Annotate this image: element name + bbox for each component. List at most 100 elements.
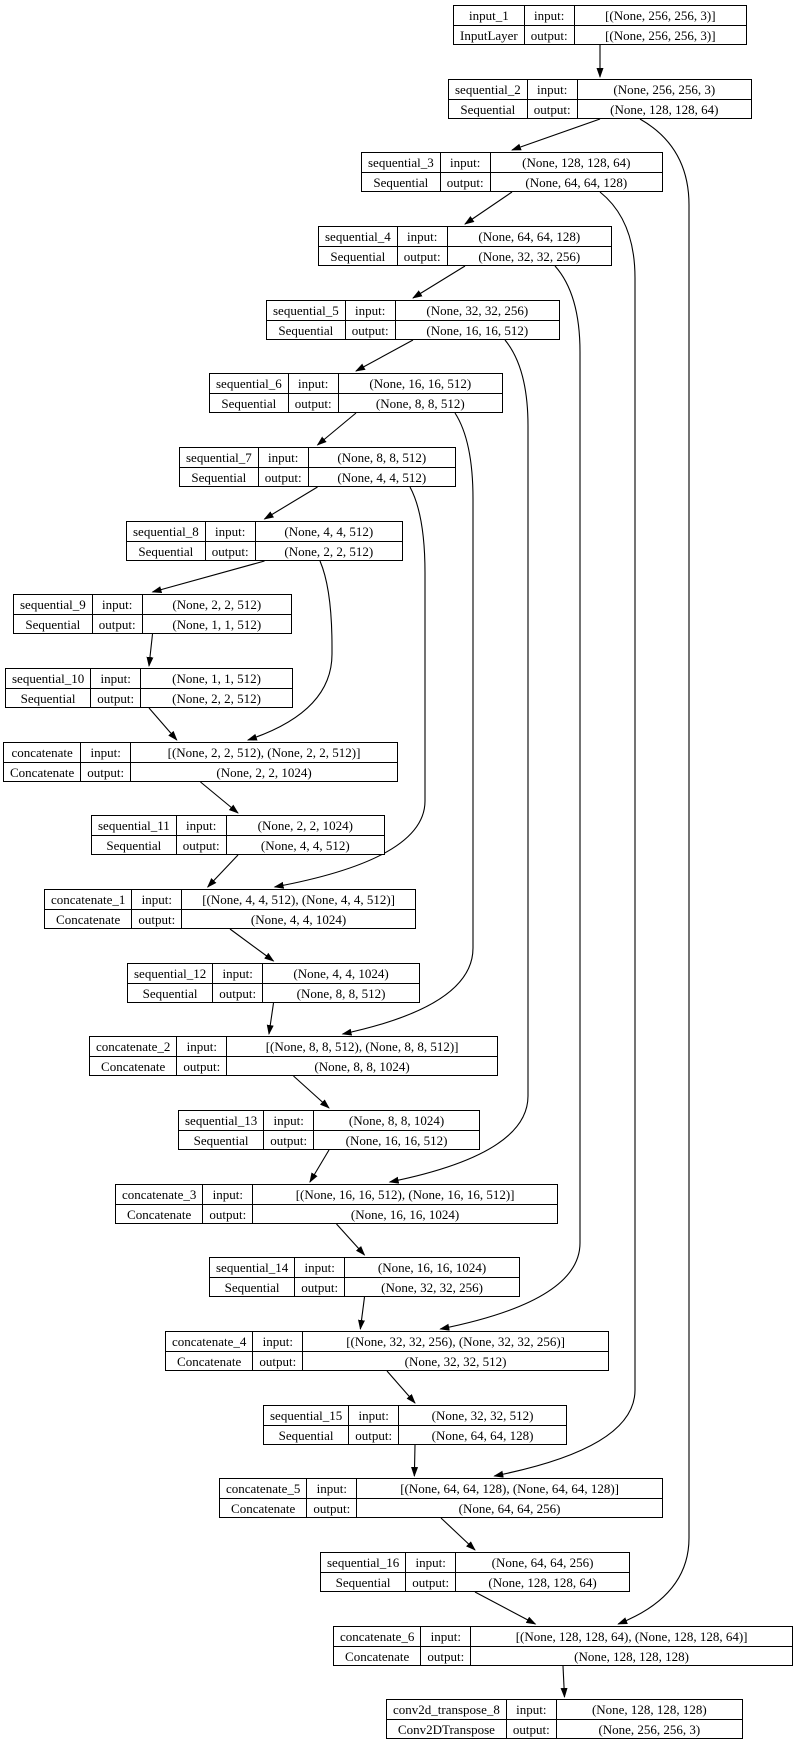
output-label: output: [287, 393, 338, 412]
output-label: output: [202, 1204, 253, 1223]
input-shape: [(None, 8, 8, 512), (None, 8, 8, 512)] [226, 1037, 497, 1056]
output-shape: (None, 2, 2, 1024) [130, 762, 397, 781]
layer-class: Concatenate [45, 909, 132, 928]
output-label: output: [91, 614, 142, 633]
layer-name: concatenate_3 [122, 1187, 197, 1202]
output-label: output: [294, 1277, 345, 1296]
layer-class: Sequential [179, 1130, 264, 1149]
layer-class: Sequential [6, 688, 91, 707]
layer-class: Sequential [14, 614, 92, 633]
layer-class: Sequential [449, 99, 527, 118]
edge-sequential_3-concatenate_5 [493, 191, 636, 1478]
output-shape: [(None, 256, 256, 3)] [573, 25, 746, 44]
input-shape: (None, 16, 16, 512) [337, 374, 502, 393]
output-label: output: [176, 1056, 227, 1075]
input-shape: [(None, 256, 256, 3)] [573, 6, 746, 25]
input-shape: (None, 64, 64, 256) [455, 1553, 629, 1572]
output-label: output: [348, 1425, 399, 1444]
edge-sequential_15-concatenate_5 [411, 1444, 419, 1477]
output-shape: (None, 2, 2, 512) [140, 688, 292, 707]
output-shape: (None, 8, 8, 1024) [226, 1056, 497, 1075]
input-label: input: [90, 669, 140, 688]
input-label: input: [523, 6, 574, 25]
input-shape: (None, 256, 256, 3) [576, 80, 751, 99]
edge-concatenate-sequential_11 [200, 781, 239, 814]
edge-sequential_11-concatenate_1 [206, 854, 239, 888]
input-label: input: [344, 301, 395, 320]
layer-name: concatenate_1 [51, 892, 126, 907]
layer-name: sequential_12 [134, 966, 207, 981]
layer-class: Concatenate [4, 762, 81, 781]
edge-sequential_8-concatenate [246, 560, 333, 741]
output-shape: (None, 1, 1, 512) [141, 614, 291, 633]
layer-name: sequential_4 [325, 229, 391, 244]
edge-sequential_3-sequential_4 [464, 191, 513, 225]
input-label: input: [212, 964, 262, 983]
output-label: output: [523, 25, 574, 44]
output-shape: (None, 4, 4, 512) [307, 467, 455, 486]
edge-sequential_5-sequential_6 [355, 339, 414, 372]
layer-class: Sequential [180, 467, 258, 486]
edge-concatenate_4-sequential_15 [386, 1370, 416, 1404]
input-shape: [(None, 64, 64, 128), (None, 64, 64, 128… [356, 1479, 662, 1498]
edge-concatenate_6-conv2d_transpose_8 [560, 1665, 568, 1698]
output-shape: (None, 8, 8, 512) [262, 983, 419, 1002]
layer-name: conv2d_transpose_8 [393, 1702, 500, 1717]
input-label: input: [257, 448, 308, 467]
output-shape: (None, 128, 128, 128) [470, 1646, 792, 1665]
output-label: output: [306, 1498, 357, 1517]
edge-concatenate_1-sequential_12 [229, 928, 275, 962]
input-label: input: [91, 595, 142, 614]
edge-sequential_8-sequential_9 [151, 560, 265, 593]
edge-sequential_2-concatenate_6 [617, 118, 690, 1625]
input-shape: (None, 8, 8, 1024) [313, 1111, 479, 1130]
layer-name: sequential_9 [20, 597, 86, 612]
layer-name: concatenate [11, 745, 73, 760]
input-label: input: [306, 1479, 356, 1498]
input-label: input: [505, 1700, 556, 1719]
input-shape: (None, 1, 1, 512) [140, 669, 292, 688]
input-label: input: [204, 522, 255, 541]
output-label: output: [405, 1572, 456, 1591]
layer-class: Sequential [319, 246, 397, 265]
edge-sequential_4-concatenate_4 [439, 265, 581, 1331]
edge-concatenate_3-sequential_14 [336, 1223, 366, 1256]
edge-sequential_12-concatenate_2 [266, 1002, 275, 1035]
output-label: output: [212, 983, 263, 1002]
output-shape: (None, 64, 64, 128) [398, 1425, 566, 1444]
output-shape: (None, 4, 4, 512) [225, 835, 384, 854]
output-shape: (None, 8, 8, 512) [337, 393, 502, 412]
layer-name: concatenate_4 [172, 1334, 247, 1349]
input-label: input: [80, 743, 130, 762]
input-label: input: [202, 1185, 252, 1204]
input-shape: [(None, 4, 4, 512), (None, 4, 4, 512)] [181, 890, 415, 909]
input-label: input: [263, 1111, 313, 1130]
edge-sequential_6-sequential_7 [316, 412, 357, 446]
output-shape: (None, 2, 2, 512) [254, 541, 402, 560]
output-label: output: [204, 541, 255, 560]
output-shape: (None, 128, 128, 64) [576, 99, 751, 118]
input-shape: (None, 8, 8, 512) [307, 448, 455, 467]
output-label: output: [344, 320, 395, 339]
output-label: output: [396, 246, 447, 265]
output-label: output: [80, 762, 131, 781]
output-shape: (None, 256, 256, 3) [555, 1719, 742, 1738]
input-shape: [(None, 128, 128, 64), (None, 128, 128, … [470, 1627, 792, 1646]
edge-concatenate_5-sequential_16 [440, 1517, 476, 1551]
edge-sequential_6-concatenate_2 [341, 412, 474, 1036]
layer-name: sequential_15 [270, 1408, 343, 1423]
layer-class: Sequential [92, 835, 176, 854]
output-shape: (None, 32, 32, 256) [344, 1277, 519, 1296]
output-label: output: [526, 99, 577, 118]
input-label: input: [405, 1553, 455, 1572]
input-label: input: [396, 227, 447, 246]
